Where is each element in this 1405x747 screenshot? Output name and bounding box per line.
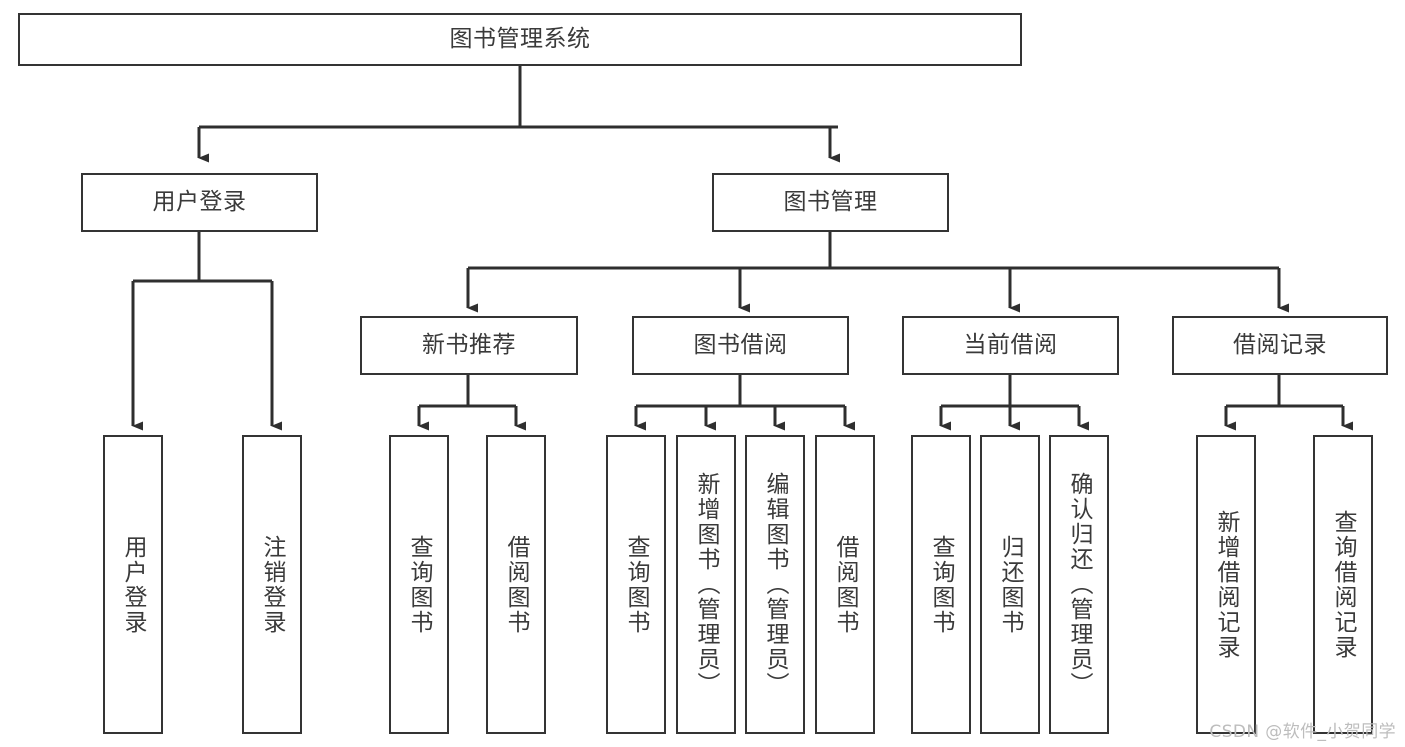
node-leaf-borrow-book-2-label: 借阅图书 <box>832 534 859 635</box>
node-leaf-return-book-label: 归还图书 <box>997 534 1024 635</box>
node-leaf-query-record[interactable]: 查询借阅记录 <box>1313 435 1373 734</box>
node-current-borrow-label: 当前借阅 <box>963 331 1058 358</box>
node-leaf-query-book-2-label: 查询图书 <box>623 534 650 635</box>
node-new-book-recommend-label: 新书推荐 <box>422 331 516 358</box>
node-new-book-recommend[interactable]: 新书推荐 <box>360 316 578 375</box>
node-leaf-query-book-3[interactable]: 查询图书 <box>911 435 971 734</box>
node-leaf-return-book[interactable]: 归还图书 <box>980 435 1040 734</box>
node-borrow-record[interactable]: 借阅记录 <box>1172 316 1388 375</box>
node-root-system[interactable]: 图书管理系统 <box>18 13 1022 66</box>
node-leaf-borrow-book-1-label: 借阅图书 <box>503 534 530 635</box>
node-leaf-user-login[interactable]: 用户登录 <box>103 435 163 734</box>
node-leaf-add-book-label: 新增图书（管理员） <box>693 472 720 697</box>
node-leaf-borrow-book-2[interactable]: 借阅图书 <box>815 435 875 734</box>
node-leaf-query-book-1-label: 查询图书 <box>406 534 433 635</box>
node-leaf-query-book-1[interactable]: 查询图书 <box>389 435 449 734</box>
node-user-login-label: 用户登录 <box>152 188 247 215</box>
node-leaf-logout-login[interactable]: 注销登录 <box>242 435 302 734</box>
node-leaf-edit-book[interactable]: 编辑图书（管理员） <box>745 435 805 734</box>
node-leaf-add-book[interactable]: 新增图书（管理员） <box>676 435 736 734</box>
node-leaf-add-record-label: 新增借阅记录 <box>1213 509 1240 660</box>
node-current-borrow[interactable]: 当前借阅 <box>902 316 1119 375</box>
node-leaf-edit-book-label: 编辑图书（管理员） <box>762 472 789 697</box>
node-leaf-confirm-return-label: 确认归还（管理员） <box>1066 472 1093 697</box>
watermark-text: CSDN @软件_小贺同学 <box>1209 722 1396 742</box>
node-book-manage[interactable]: 图书管理 <box>712 173 949 232</box>
node-user-login[interactable]: 用户登录 <box>81 173 318 232</box>
node-root-system-label: 图书管理系统 <box>449 25 591 52</box>
node-leaf-add-record[interactable]: 新增借阅记录 <box>1196 435 1256 734</box>
node-leaf-query-record-label: 查询借阅记录 <box>1330 509 1357 660</box>
node-leaf-query-book-2[interactable]: 查询图书 <box>606 435 666 734</box>
node-borrow-record-label: 借阅记录 <box>1233 331 1327 358</box>
node-leaf-borrow-book-1[interactable]: 借阅图书 <box>486 435 546 734</box>
node-leaf-logout-login-label: 注销登录 <box>259 534 286 635</box>
node-leaf-confirm-return[interactable]: 确认归还（管理员） <box>1049 435 1109 734</box>
node-leaf-user-login-label: 用户登录 <box>120 534 147 635</box>
node-leaf-query-book-3-label: 查询图书 <box>928 534 955 635</box>
node-book-manage-label: 图书管理 <box>783 188 878 215</box>
node-book-borrow[interactable]: 图书借阅 <box>632 316 849 375</box>
node-book-borrow-label: 图书借阅 <box>693 331 788 358</box>
